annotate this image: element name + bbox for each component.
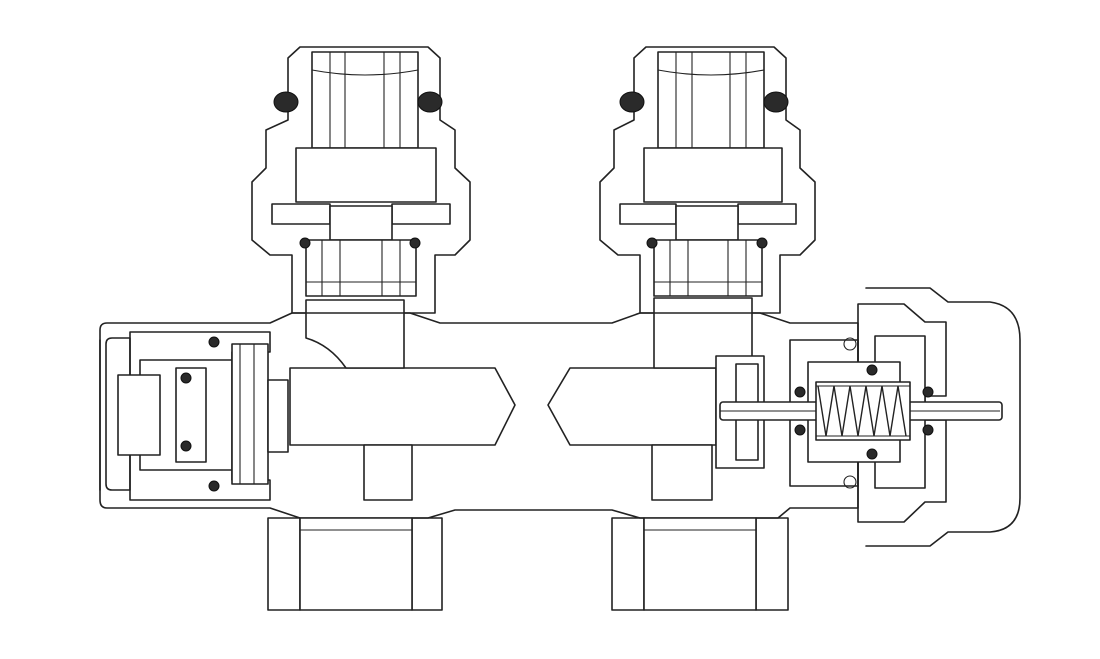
left-end-plug — [105, 331, 289, 501]
manifold-body — [99, 297, 859, 519]
o-ring-left-top-b — [417, 91, 443, 113]
right-compression-fitting — [599, 46, 816, 314]
right-valve-cap — [715, 287, 1021, 547]
o-ring-right-top-b — [763, 91, 789, 113]
left-bottom-port — [267, 517, 443, 611]
right-bottom-port — [611, 517, 789, 611]
valve-spring — [817, 385, 907, 437]
o-ring-left-top-a — [273, 91, 299, 113]
o-ring-right-top-a — [619, 91, 645, 113]
left-compression-fitting — [251, 46, 471, 314]
